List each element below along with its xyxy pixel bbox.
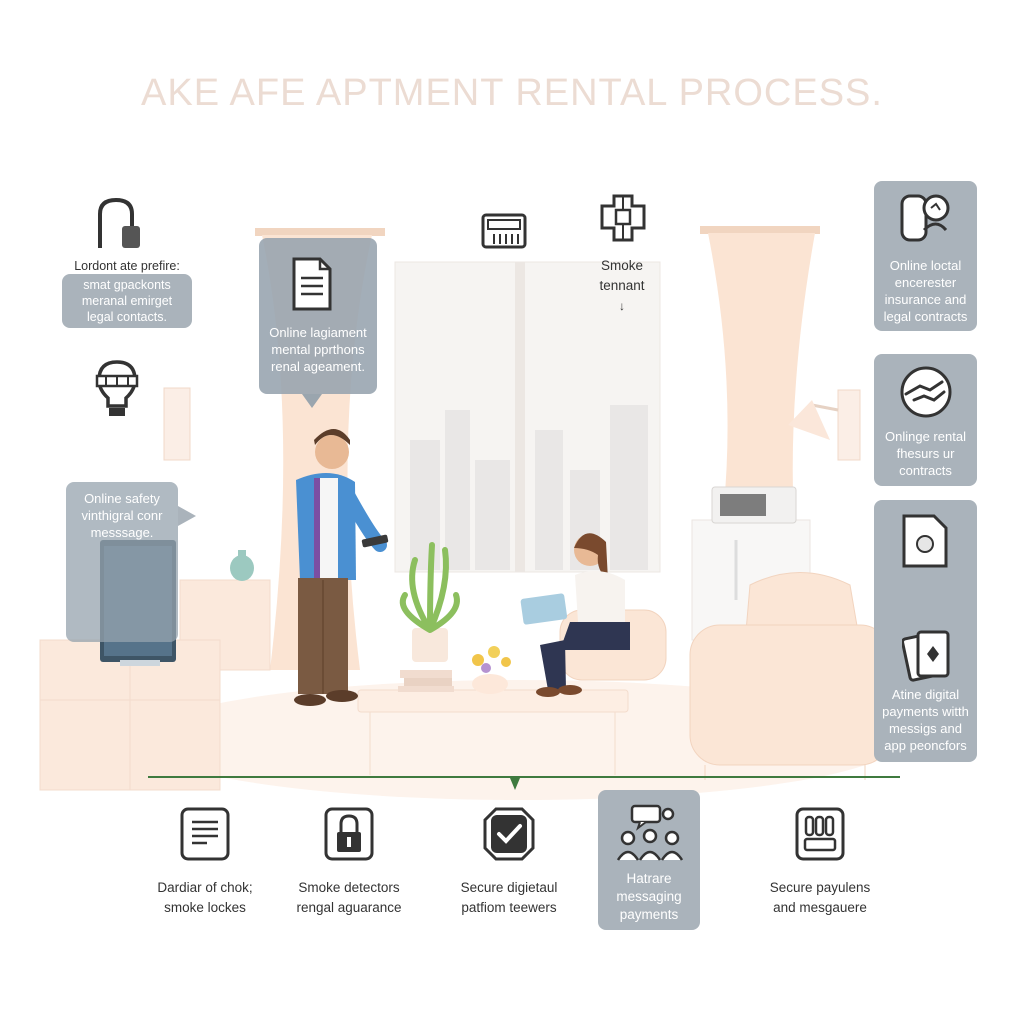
wall-frame-left bbox=[163, 387, 191, 461]
right-card-line: payments witth bbox=[882, 704, 969, 719]
vase bbox=[230, 550, 254, 581]
bottom-item-line: smoke lockes bbox=[164, 900, 246, 915]
online-safety-line: Online safety bbox=[84, 491, 160, 506]
smoke-label: Smoke tennant ↓ bbox=[570, 256, 674, 316]
bottom-item: Secure digietaul patfiom teewers bbox=[434, 806, 584, 918]
timeline-arrow-down bbox=[510, 778, 520, 790]
left-top-caption-line: Lordont ate prefire: bbox=[74, 259, 180, 273]
plug-icon bbox=[98, 197, 140, 248]
page-title: AKE AFE APTMENT RENTAL PROCESS. bbox=[141, 72, 883, 114]
agreement-document-icon bbox=[292, 257, 332, 311]
right-card-line: legal contracts bbox=[883, 309, 968, 324]
online-safety-line: messsage. bbox=[90, 525, 154, 540]
timeline-line bbox=[148, 776, 900, 778]
microwave bbox=[711, 486, 797, 524]
right-card-line: app peoncfors bbox=[884, 738, 967, 753]
left-top-card-line: smat gpackonts bbox=[83, 278, 171, 292]
people-chat-icon bbox=[616, 804, 684, 861]
bottom-item-line: Smoke detectors bbox=[298, 880, 400, 895]
potted-plant bbox=[399, 542, 460, 662]
window bbox=[394, 261, 661, 573]
cards-icon bbox=[902, 630, 950, 682]
checkmark-icon bbox=[483, 807, 535, 861]
wall-lamp bbox=[788, 400, 839, 440]
online-safety-line: vinthigral conr bbox=[81, 508, 163, 523]
online-safety-card: Online safety vinthigral conr messsage. bbox=[66, 482, 178, 642]
wall-frame-right bbox=[837, 389, 861, 461]
left-top-card-line: meranal emirget bbox=[81, 294, 173, 308]
callout-tail bbox=[302, 394, 322, 408]
agreement-line: mental pprthons bbox=[271, 342, 365, 357]
smoke-label-line: Smoke bbox=[600, 258, 644, 273]
lightbulb-icon bbox=[95, 360, 139, 416]
right-card-line: encerester bbox=[894, 275, 957, 290]
smoke-label-arrow: ↓ bbox=[619, 299, 625, 313]
bottom-item-line: and mesgauere bbox=[773, 900, 867, 915]
right-card-line: contracts bbox=[899, 463, 952, 478]
bottom-item-line: rengal aguarance bbox=[296, 900, 402, 915]
circuit-icon bbox=[600, 194, 646, 242]
left-top-card-line: legal contacts. bbox=[87, 310, 167, 324]
books bbox=[398, 670, 454, 692]
phone-key-icon bbox=[900, 194, 950, 242]
bottom-item-line: messaging bbox=[616, 889, 682, 904]
woman-figure bbox=[520, 533, 630, 697]
right-card-line: fhesurs ur bbox=[896, 446, 955, 461]
card-pointer bbox=[178, 506, 196, 526]
router-icon bbox=[481, 213, 527, 249]
lock-icon bbox=[324, 807, 374, 861]
keypad-icon bbox=[795, 807, 845, 861]
right-card-line: messigs and bbox=[889, 721, 962, 736]
flower-bowl bbox=[472, 646, 511, 694]
right-card-line: insurance and bbox=[884, 292, 967, 307]
bottom-item-line: Secure payulens bbox=[769, 880, 871, 895]
left-top-caption-group: Lordont ate prefire: smat gpackonts mera… bbox=[62, 258, 192, 328]
document-icon bbox=[180, 807, 230, 861]
armchair bbox=[689, 572, 891, 780]
right-card-line: Online loctal bbox=[889, 258, 962, 273]
left-top-card: smat gpackonts meranal emirget legal con… bbox=[62, 274, 192, 328]
bottom-item-line: patfiom teewers bbox=[461, 900, 557, 915]
bottom-item: Dardiar of chok; smoke lockes bbox=[130, 806, 280, 918]
handshake-icon bbox=[900, 366, 952, 418]
bottom-item-line: Secure digietaul bbox=[460, 880, 558, 895]
right-card-line: Atine digital bbox=[891, 687, 960, 702]
id-document-icon bbox=[902, 514, 948, 568]
agreement-line: Online lagiament bbox=[269, 325, 367, 340]
bottom-item-line: Hatrare bbox=[626, 871, 672, 886]
bottom-item: Secure payulens and mesgauere bbox=[740, 806, 900, 918]
agreement-line: renal ageament. bbox=[271, 359, 365, 374]
man-figure bbox=[294, 429, 389, 706]
bottom-item-line: Dardiar of chok; bbox=[157, 880, 253, 895]
bottom-item-line: payments bbox=[619, 907, 679, 922]
smoke-label-line: tennant bbox=[599, 278, 645, 293]
bottom-item: Smoke detectors rengal aguarance bbox=[274, 806, 424, 918]
right-card-line: Onlinge rental bbox=[885, 429, 966, 444]
